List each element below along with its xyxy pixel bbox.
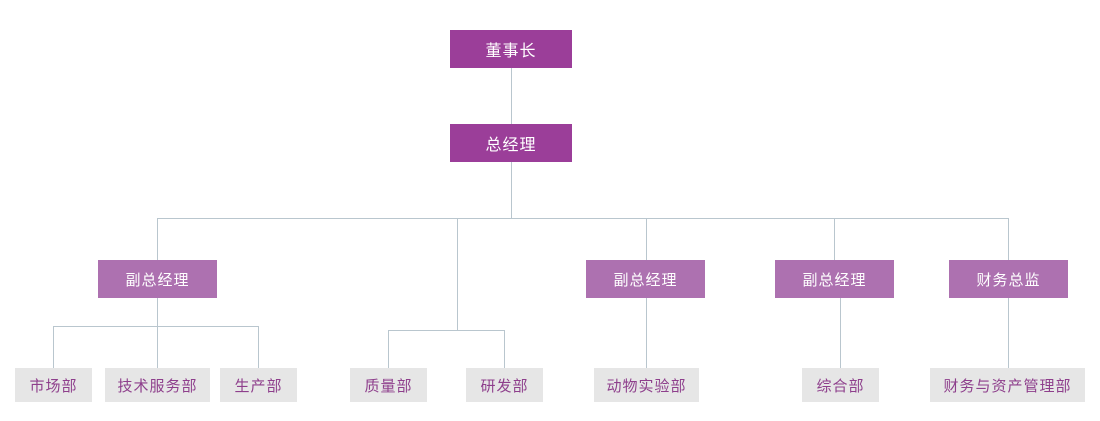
node-vice-general-manager-1-label: 副总经理: [125, 270, 190, 289]
connector-vp1-bus: [53, 326, 258, 327]
node-general-affairs-dept-label: 综合部: [816, 376, 865, 395]
node-vice-general-manager-1[interactable]: 副总经理: [98, 260, 217, 298]
node-marketing-dept-label: 市场部: [29, 376, 78, 395]
node-quality-dept-label: 质量部: [364, 376, 413, 395]
node-technical-service-dept[interactable]: 技术服务部: [105, 368, 210, 402]
connector-bus-to-branch2: [457, 218, 458, 330]
connector-branch2-to-d4: [388, 330, 389, 368]
connector-main-bus: [157, 218, 1009, 219]
node-general-affairs-dept[interactable]: 综合部: [802, 368, 879, 402]
node-chairman[interactable]: 董事长: [450, 30, 572, 68]
connector-vp1-to-d2: [157, 326, 158, 368]
connector-bus-to-vp3: [834, 218, 835, 260]
connector-bus-to-vp2: [646, 218, 647, 260]
connector-bus-to-vp1: [157, 218, 158, 260]
connector-cfo-to-d8: [1008, 297, 1009, 368]
node-finance-director-label: 财务总监: [976, 270, 1041, 289]
node-rnd-dept-label: 研发部: [480, 376, 529, 395]
node-vice-general-manager-3[interactable]: 副总经理: [775, 260, 894, 298]
node-general-manager[interactable]: 总经理: [450, 124, 572, 162]
connector-branch2-to-d5: [504, 330, 505, 368]
node-finance-director[interactable]: 财务总监: [949, 260, 1068, 298]
node-vice-general-manager-2-label: 副总经理: [613, 270, 678, 289]
node-finance-asset-mgmt-dept-label: 财务与资产管理部: [943, 376, 1072, 395]
node-animal-lab-dept-label: 动物实验部: [606, 376, 687, 395]
node-vice-general-manager-2[interactable]: 副总经理: [586, 260, 705, 298]
node-rnd-dept[interactable]: 研发部: [466, 368, 543, 402]
connector-vp1-to-d3: [258, 326, 259, 368]
node-chairman-label: 董事长: [485, 41, 537, 60]
connector-gm-to-bus: [511, 162, 512, 219]
connector-vp1-to-d1: [53, 326, 54, 368]
node-technical-service-dept-label: 技术服务部: [117, 376, 198, 395]
node-production-dept[interactable]: 生产部: [220, 368, 297, 402]
node-quality-dept[interactable]: 质量部: [350, 368, 427, 402]
connector-chairman-to-gm: [511, 68, 512, 124]
node-marketing-dept[interactable]: 市场部: [15, 368, 92, 402]
node-general-manager-label: 总经理: [485, 135, 537, 154]
connector-bus-to-cfo: [1008, 218, 1009, 260]
connector-vp2-to-d6: [646, 297, 647, 368]
node-vice-general-manager-3-label: 副总经理: [802, 270, 867, 289]
connector-branch2-bus: [388, 330, 504, 331]
node-animal-lab-dept[interactable]: 动物实验部: [594, 368, 699, 402]
node-production-dept-label: 生产部: [234, 376, 283, 395]
connector-vp1-stem: [157, 297, 158, 326]
connector-vp3-to-d7: [840, 297, 841, 368]
node-finance-asset-mgmt-dept[interactable]: 财务与资产管理部: [930, 368, 1085, 402]
